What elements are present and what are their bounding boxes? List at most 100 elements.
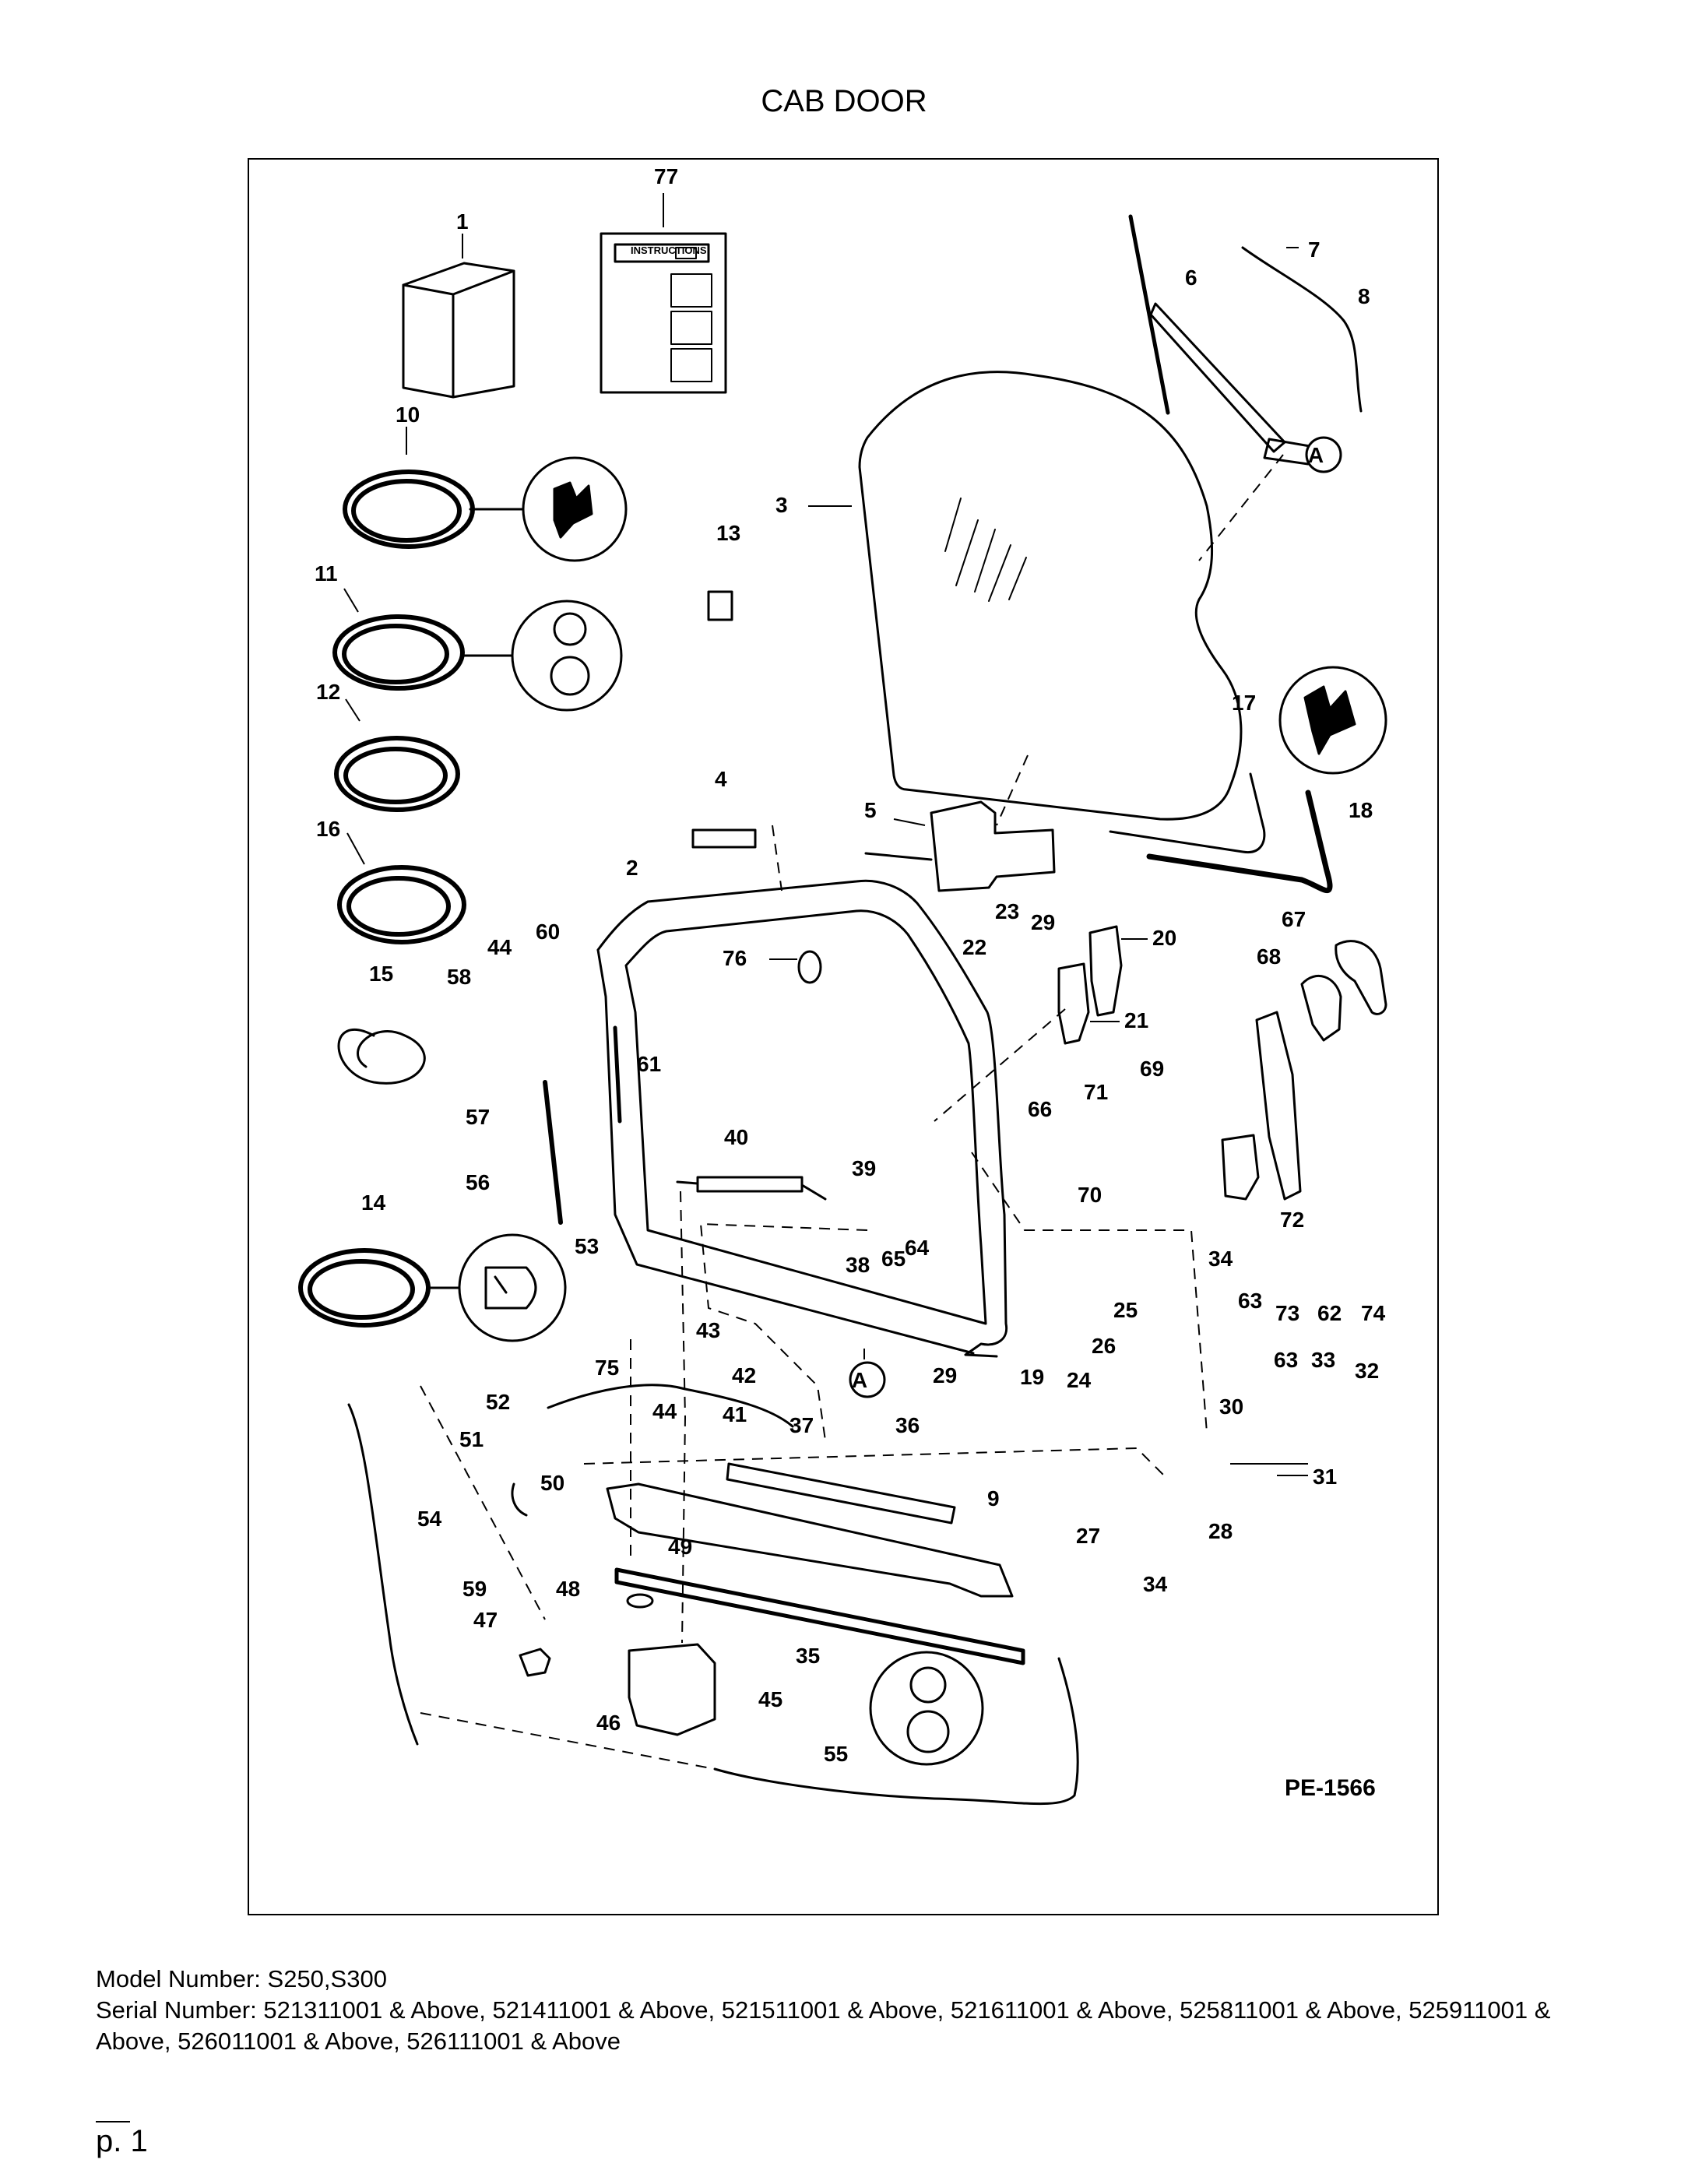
marker-a-label: A: [1308, 443, 1324, 467]
callout-72: 72: [1280, 1208, 1304, 1232]
callout-3: 3: [775, 493, 788, 517]
callout-31: 31: [1313, 1465, 1337, 1489]
callout-32: 32: [1355, 1359, 1379, 1383]
part-3-glass: [858, 371, 1243, 821]
callout-46: 46: [596, 1711, 621, 1735]
profile-circle-11: [461, 600, 623, 712]
callout-5: 5: [864, 798, 877, 822]
marker-a-label: A: [852, 1368, 867, 1392]
seal-coil-12: [334, 736, 460, 812]
part-9-bracket: [606, 1482, 1014, 1598]
callout-77: 77: [654, 164, 678, 188]
callout-1: 1: [456, 209, 469, 234]
callout-44: 44: [487, 935, 512, 959]
part-72-latch: [1221, 1134, 1260, 1201]
part-55-harness: [713, 1657, 1079, 1806]
callout-43: 43: [696, 1318, 720, 1342]
part-35-seal-strip: [614, 1567, 1025, 1665]
callout-10: 10: [396, 403, 420, 427]
callout-15: 15: [369, 962, 393, 986]
callout-49: 49: [668, 1535, 692, 1559]
reference-marker-a-top: [1305, 436, 1342, 473]
callout-70: 70: [1078, 1183, 1102, 1207]
callout-76: 76: [723, 946, 747, 970]
callout-16: 16: [316, 817, 340, 841]
part-40-gas-strut: [676, 1176, 827, 1201]
callout-69: 69: [1140, 1057, 1164, 1081]
callout-14: 14: [361, 1190, 386, 1215]
callout-60: 60: [536, 920, 560, 944]
callout-51: 51: [459, 1427, 484, 1451]
instructions-label: INSTRUCTIONS: [631, 244, 707, 256]
callout-63: 63: [1238, 1289, 1262, 1313]
callout-35: 35: [796, 1644, 820, 1668]
assembly-leader-lines: [420, 454, 1284, 1770]
diagram-frame: [248, 158, 1439, 1915]
callout-29b: 29: [933, 1363, 957, 1387]
callout-74: 74: [1361, 1301, 1386, 1325]
callout-25: 25: [1113, 1298, 1138, 1322]
part-48-cap: [626, 1593, 654, 1609]
callout-24: 24: [1067, 1368, 1092, 1392]
callout-62: 62: [1317, 1301, 1342, 1325]
glass-reflection: [944, 498, 1027, 602]
callout-34: 34: [1208, 1247, 1233, 1271]
part-56-strip: [543, 1080, 563, 1225]
part-15-loop: [337, 1029, 426, 1085]
callout-2: 2: [626, 856, 638, 880]
part-47-pump: [519, 1648, 551, 1677]
part-67-handle: [1335, 940, 1387, 1015]
callout-18: 18: [1349, 798, 1373, 822]
callout-63b: 63: [1274, 1348, 1298, 1372]
callout-50: 50: [540, 1471, 564, 1495]
callout-30: 30: [1219, 1394, 1243, 1419]
callout-64: 64: [905, 1236, 930, 1260]
part-77-instructions-sheet: [600, 232, 727, 394]
callout-65: 65: [881, 1247, 906, 1271]
page-title: CAB DOOR: [761, 84, 927, 118]
callout-27: 27: [1076, 1524, 1100, 1548]
callout-61: 61: [637, 1052, 661, 1076]
callout-23: 23: [995, 899, 1019, 923]
part-1-box: [402, 262, 515, 399]
callout-40: 40: [724, 1125, 748, 1149]
callout-33: 33: [1311, 1348, 1335, 1372]
part-18-seal-strip: [1146, 790, 1333, 893]
part-72-latch-plate: [1255, 1011, 1302, 1201]
part-2-door-frame-inner: [624, 909, 987, 1325]
callout-75: 75: [595, 1356, 619, 1380]
callout-6: 6: [1185, 266, 1197, 290]
callout-17: 17: [1232, 691, 1256, 715]
profile-circle-35: [869, 1651, 984, 1766]
figure-code: PE-1566: [1285, 1775, 1376, 1801]
callout-45: 45: [758, 1687, 782, 1711]
part-5-motor: [864, 800, 1056, 892]
callout-59: 59: [462, 1577, 487, 1601]
part-61-strip: [613, 1025, 622, 1124]
seal-coil-16: [337, 865, 466, 944]
callout-12: 12: [316, 680, 340, 704]
part-36-strip: [726, 1462, 956, 1525]
callout-39: 39: [852, 1156, 876, 1180]
part-68-handle: [1300, 975, 1342, 1042]
profile-circle-10: [469, 456, 628, 562]
profile-circle-14: [427, 1233, 567, 1342]
reference-marker-a-bottom: [849, 1361, 886, 1398]
callout-20: 20: [1152, 926, 1176, 950]
callout-67: 67: [1282, 907, 1306, 931]
part-54-harness: [347, 1403, 419, 1746]
part-13-switch: [707, 590, 733, 621]
callout-4: 4: [715, 767, 727, 791]
callout-7: 7: [1308, 237, 1321, 262]
callout-34b: 34: [1143, 1572, 1168, 1596]
part-59-hose: [511, 1482, 528, 1517]
callout-57: 57: [466, 1105, 490, 1129]
callout-37: 37: [789, 1413, 814, 1437]
part-4-plate: [691, 828, 757, 849]
part-17-seal-strip: [1109, 772, 1266, 854]
callout-66: 66: [1028, 1097, 1052, 1121]
callout-54: 54: [417, 1507, 442, 1531]
callout-68: 68: [1257, 944, 1281, 969]
